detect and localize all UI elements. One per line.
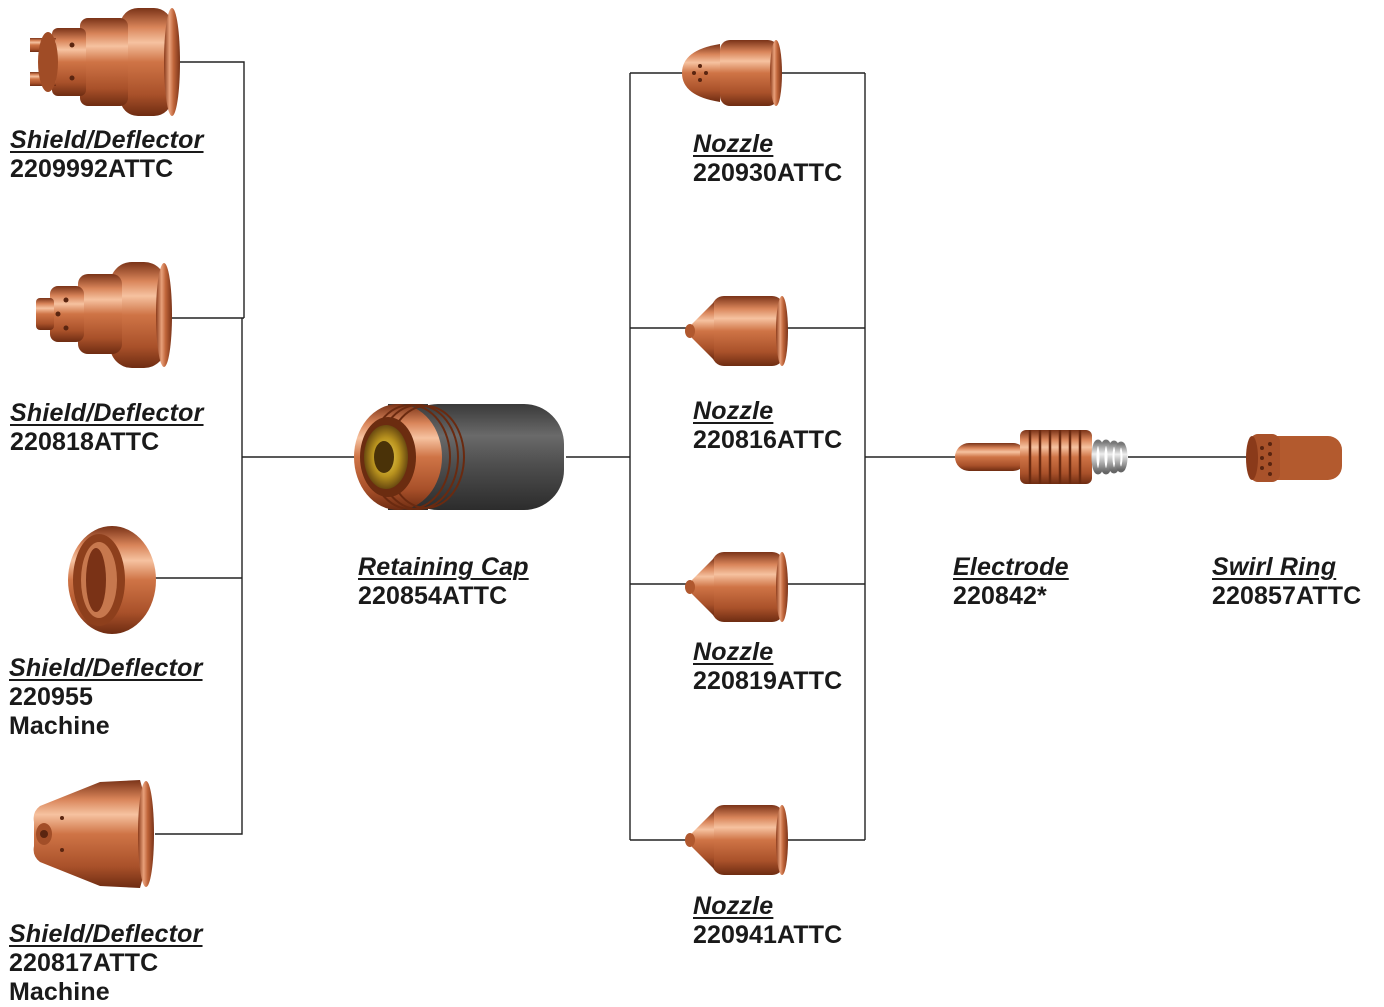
- shield-deflector-1-part-number: 2209992ATTC: [10, 155, 174, 183]
- nozzle-3-part-number: 220819ATTC: [693, 667, 843, 695]
- swirl-ring-title: Swirl Ring: [1212, 553, 1337, 581]
- nozzle-3-label: Nozzle 220819ATTC: [693, 638, 842, 696]
- electrode-label: Electrode 220842*: [953, 553, 1069, 611]
- retaining-cap-label: Retaining Cap 220854ATTC: [358, 553, 529, 611]
- shield-deflector-2-image: [36, 262, 172, 368]
- shield-deflector-2-part-number: 220818ATTC: [10, 428, 160, 456]
- nozzle-4-title: Nozzle: [693, 892, 774, 920]
- retaining-cap-image: [354, 404, 564, 510]
- shield-deflector-2-label: Shield/Deflector 220818ATTC: [10, 399, 204, 457]
- nozzle-2-image: [685, 296, 788, 366]
- connector-lines: [155, 61, 1250, 841]
- shield-deflector-3-note: Machine: [9, 712, 110, 740]
- connector-shield-1: [170, 61, 245, 318]
- nozzle-1-part-number: 220930ATTC: [693, 159, 843, 187]
- nozzle-4-part-number: 220941ATTC: [693, 921, 843, 949]
- nozzle-3-title: Nozzle: [693, 638, 774, 666]
- swirl-ring-image: [1246, 434, 1342, 482]
- retaining-cap-title: Retaining Cap: [358, 553, 529, 581]
- shield-deflector-3-title: Shield/Deflector: [9, 654, 203, 682]
- shield-deflector-1-title: Shield/Deflector: [10, 126, 204, 154]
- nozzle-1-label: Nozzle 220930ATTC: [693, 130, 842, 188]
- shield-deflector-3-image: [68, 526, 156, 634]
- nozzle-2-label: Nozzle 220816ATTC: [693, 397, 842, 455]
- nozzle-4-label: Nozzle 220941ATTC: [693, 892, 842, 950]
- shield-deflector-4-image: [33, 780, 154, 888]
- shield-deflector-1-image: [30, 8, 180, 116]
- shield-deflector-3-part-number: 220955: [9, 683, 94, 711]
- electrode-image: [955, 430, 1128, 484]
- shield-deflector-1-label: Shield/Deflector 2209992ATTC: [10, 126, 204, 184]
- swirl-ring-label: Swirl Ring 220857ATTC: [1212, 553, 1361, 611]
- nozzle-4-image: [685, 805, 788, 875]
- connector-shield-4: [155, 318, 243, 835]
- nozzle-2-part-number: 220816ATTC: [693, 426, 843, 454]
- electrode-title: Electrode: [953, 553, 1069, 581]
- shield-deflector-4-part-number: 220817ATTC: [9, 949, 159, 977]
- nozzle-3-image: [685, 552, 788, 622]
- nozzle-2-title: Nozzle: [693, 397, 774, 425]
- electrode-part-number: 220842*: [953, 582, 1047, 610]
- nozzle-1-image: [682, 40, 782, 106]
- shield-deflector-4-note: Machine: [9, 978, 110, 1006]
- shield-deflector-3-label: Shield/Deflector 220955 Machine: [9, 654, 203, 741]
- retaining-cap-part-number: 220854ATTC: [358, 582, 508, 610]
- shield-deflector-4-title: Shield/Deflector: [9, 920, 203, 948]
- nozzle-1-title: Nozzle: [693, 130, 774, 158]
- shield-deflector-4-label: Shield/Deflector 220817ATTC Machine: [9, 920, 203, 1007]
- shield-deflector-2-title: Shield/Deflector: [10, 399, 204, 427]
- swirl-ring-part-number: 220857ATTC: [1212, 582, 1362, 610]
